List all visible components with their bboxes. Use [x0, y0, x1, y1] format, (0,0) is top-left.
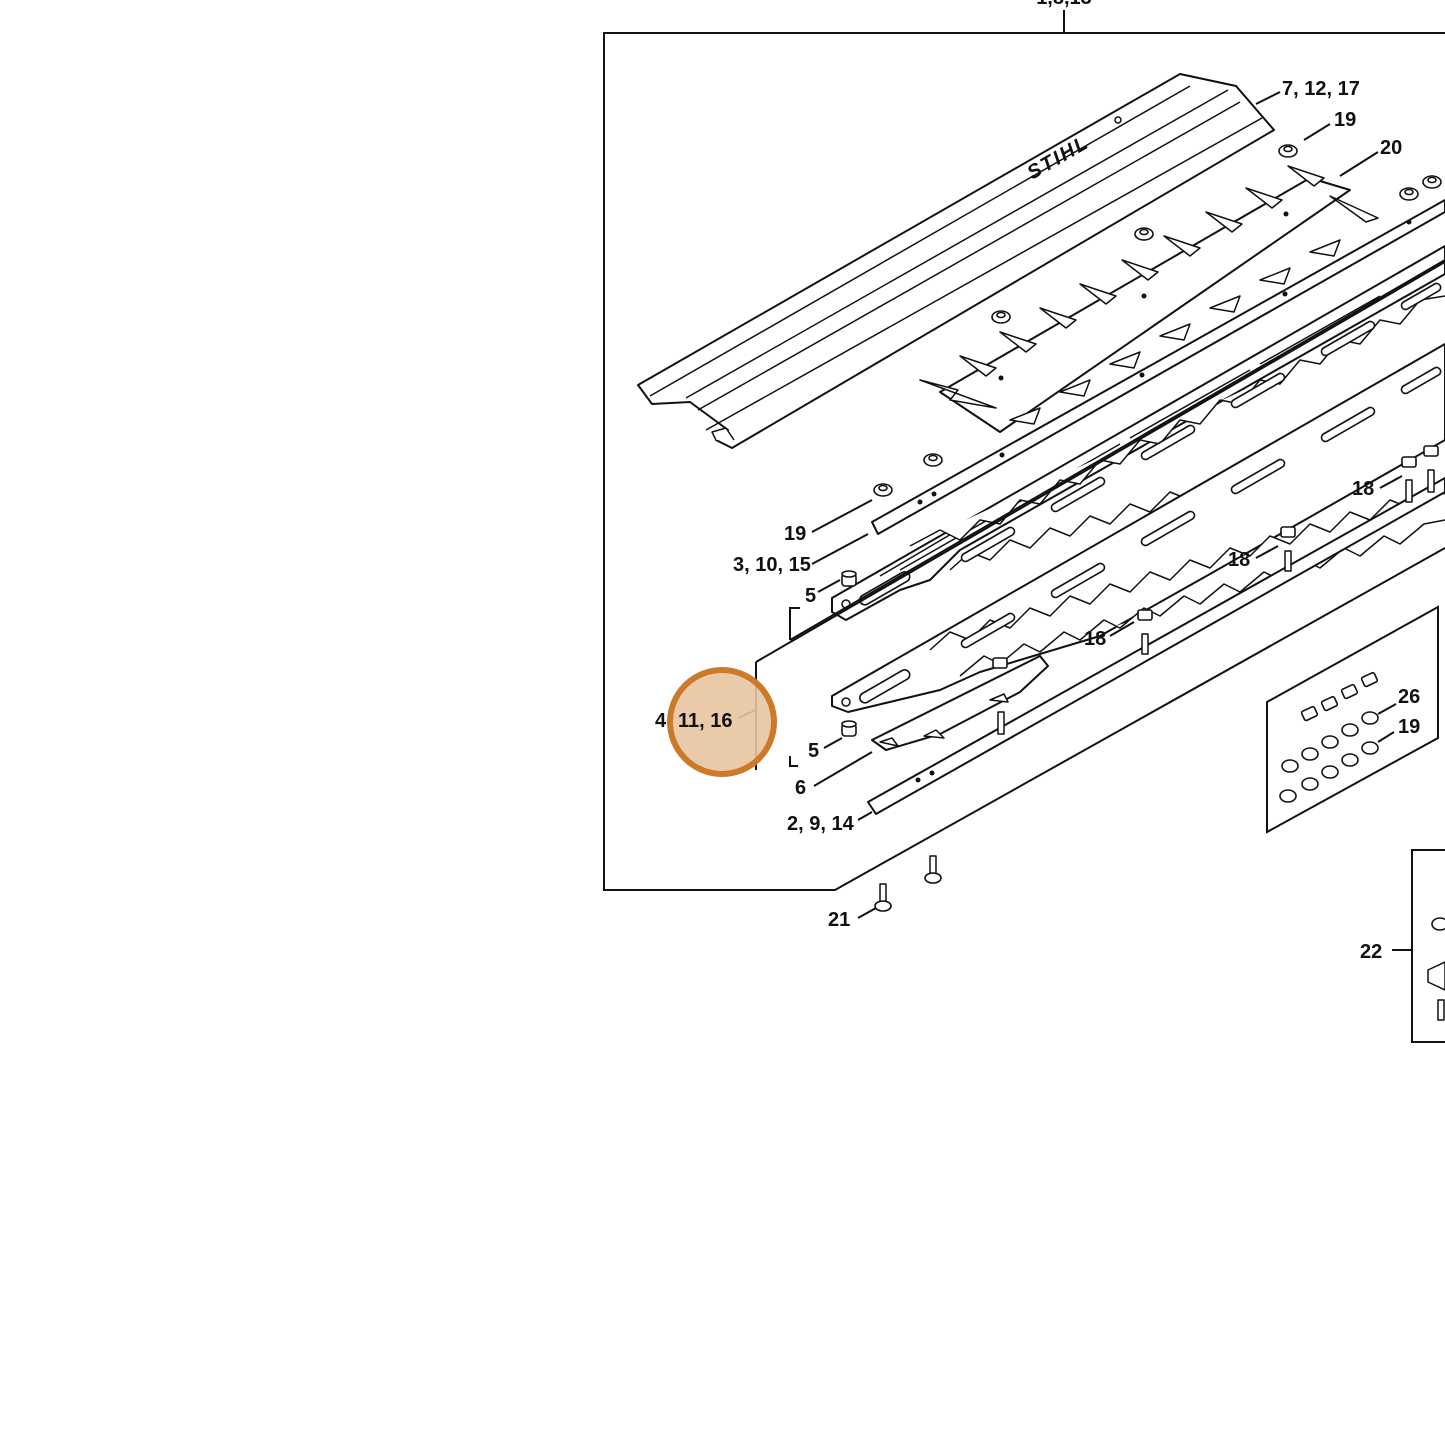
callout-19-left[interactable]: 19 [784, 523, 806, 545]
callout-7-12-17[interactable]: 7, 12, 17 [1282, 78, 1360, 100]
callout-21[interactable]: 21 [828, 909, 850, 931]
callout-19-kit[interactable]: 19 [1398, 716, 1420, 738]
stud-icon [1280, 526, 1296, 572]
callout-26[interactable]: 26 [1398, 686, 1420, 708]
stud-icon [1423, 445, 1439, 493]
callout-22[interactable]: 22 [1360, 941, 1382, 963]
hardware-kit-box [1266, 605, 1439, 834]
callout-6[interactable]: 6 [795, 777, 806, 799]
callout-3-10-15[interactable]: 3, 10, 15 [733, 554, 811, 576]
blade-guard: STIHL [637, 73, 1275, 449]
screw-icon [874, 883, 892, 912]
callout-4[interactable]: 4 [655, 710, 667, 732]
label-top: 1,8,13 [1036, 0, 1092, 9]
nut-icon [1399, 187, 1419, 201]
nuts-19 [873, 144, 1442, 497]
bushing-icon [841, 570, 857, 587]
nut-icon [991, 310, 1011, 324]
nut-icon [923, 453, 943, 467]
guide-plate [871, 655, 1049, 751]
callout-19-top[interactable]: 19 [1334, 109, 1356, 131]
screw-icon [924, 855, 942, 884]
nut-icon [1422, 175, 1442, 189]
nut-icon [1278, 144, 1298, 158]
callout-2-9-14[interactable]: 2, 9, 14 [787, 813, 855, 835]
highlight-circle [667, 667, 777, 777]
leader-lines [737, 91, 1412, 951]
callout-5-bottom[interactable]: 5 [808, 740, 819, 762]
callout-18-mid[interactable]: 18 [1228, 549, 1250, 571]
callout-20[interactable]: 20 [1380, 137, 1402, 159]
spacer-strip-lower [867, 477, 1445, 815]
callout-18-left[interactable]: 18 [1084, 628, 1106, 650]
spacer-strip-upper [871, 199, 1445, 535]
callout-11-16[interactable]: 11, 16 [678, 710, 733, 732]
stud-icon [1137, 609, 1153, 655]
assembly-frame [603, 32, 1445, 891]
stud-icon [997, 711, 1005, 735]
callout-5-top[interactable]: 5 [805, 585, 816, 607]
bushing-icon [841, 720, 857, 737]
upper-blade [919, 165, 1379, 433]
callout-18-right[interactable]: 18 [1352, 478, 1374, 500]
stud-icon [1401, 456, 1417, 503]
nut-icon [873, 483, 893, 497]
nut-icon [1134, 227, 1154, 241]
detail-box-22 [1411, 849, 1445, 1043]
